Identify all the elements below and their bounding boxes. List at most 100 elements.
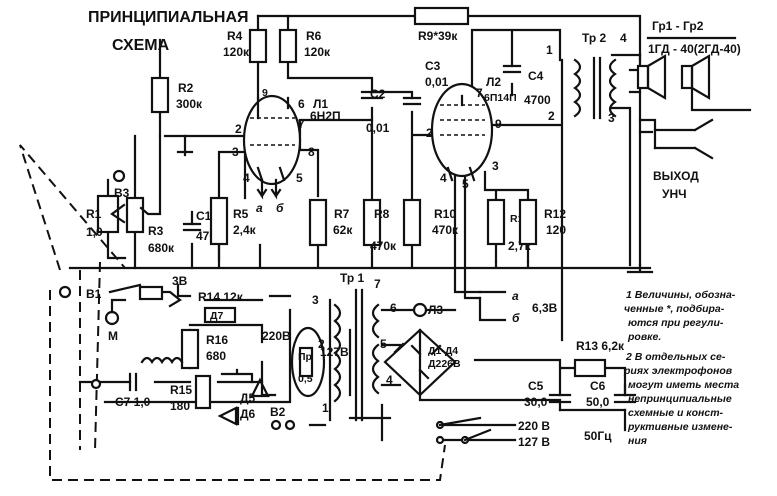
b2-contact	[270, 419, 282, 431]
fuse	[298, 346, 314, 378]
t1-pin7: 7	[298, 117, 305, 131]
speakers-line2: 1ГД - 40(2ГД-40)	[648, 42, 741, 56]
c5-value: 30,0	[524, 395, 548, 409]
tube1-b: б	[276, 201, 284, 215]
note-line7: могут иметь места	[628, 379, 739, 391]
r5-resistor	[209, 196, 229, 246]
note-line10: руктивные измене-	[627, 421, 733, 433]
r15-name: R15	[170, 383, 192, 397]
terminal-icon	[58, 285, 72, 299]
note-line9: схемные и конст-	[628, 407, 724, 419]
tr1-pin3: 3	[312, 293, 319, 307]
tap-220: 220В	[262, 329, 291, 343]
tube-1	[242, 94, 302, 200]
tube2-name: Л2	[486, 75, 501, 89]
output-label-1: ВЫХОД	[653, 169, 699, 183]
speakers-line1: Гр1 - Гр2	[652, 19, 704, 33]
r2-name: R2	[178, 81, 194, 95]
speaker-icon	[636, 54, 667, 100]
r8-resistor	[362, 198, 382, 247]
r12-value: 120	[546, 223, 566, 237]
r15-value: 180	[170, 399, 190, 413]
t1-pin9: 9	[262, 87, 268, 99]
r10-resistor	[402, 198, 422, 247]
r7-name: R7	[334, 207, 350, 221]
c5-name: С5	[528, 379, 544, 393]
tube1-name: Л1	[313, 97, 328, 111]
r16-name: R16	[206, 333, 228, 347]
t2-pin7: 7	[476, 86, 483, 100]
motor-label: М	[108, 329, 118, 343]
choke-coil	[140, 356, 184, 365]
c1-capacitor	[182, 222, 202, 232]
t1-pin4: 4	[243, 171, 250, 185]
c7-label: С7 1,0	[115, 395, 151, 409]
diodes-type: Д226В	[428, 358, 461, 370]
r6-resistor	[278, 28, 298, 64]
r12-resistor	[518, 198, 538, 246]
r14-label: R14 12к	[198, 290, 244, 304]
c2-value: 0,01	[366, 121, 390, 135]
b2-contact-2	[284, 419, 296, 431]
r13-resistor	[573, 358, 607, 378]
c5-capacitor	[548, 393, 572, 404]
heater-leads	[478, 290, 507, 322]
r15-resistor	[194, 374, 212, 410]
mains-freq: 50Гц	[584, 429, 612, 443]
t1-pin3: 3	[232, 145, 239, 159]
r3-wiper	[139, 134, 162, 216]
d7-label: Д7	[210, 310, 223, 322]
note-line4: ровке.	[627, 331, 661, 343]
r9-label: R9*39к	[418, 29, 458, 43]
r10-value: 470к	[432, 223, 459, 237]
r4-resistor	[248, 28, 268, 64]
b1-switch	[108, 283, 182, 308]
t2-pin3: 3	[492, 159, 499, 173]
c7-capacitor	[128, 372, 138, 392]
d6-label: Д6	[240, 407, 256, 421]
r8-value: 470к	[370, 239, 397, 253]
tr2-pin2: 2	[548, 109, 555, 123]
t1-pin8: 8	[308, 145, 315, 159]
note-line5: 2 В отдельных се-	[625, 351, 726, 363]
fuse-name: Пр	[298, 351, 312, 363]
note-line3: ются при регули-	[628, 317, 724, 329]
header-line2: СХЕМА	[112, 37, 170, 54]
r11-resistor	[486, 198, 506, 246]
tr1-label: Тр 1	[340, 271, 365, 285]
t1-pin5: 5	[296, 171, 303, 185]
tr1-pin6: 6	[390, 301, 397, 315]
lamp-icon	[412, 302, 428, 318]
chassis-ground-icon	[626, 263, 654, 274]
r2-resistor	[150, 76, 170, 114]
tr1-pin4: 4	[386, 373, 393, 387]
diodes-name: Д1-Д4	[428, 345, 458, 357]
tr1-pin1: 1	[322, 401, 329, 415]
b2-label: В2	[270, 405, 286, 419]
r5-name: R5	[233, 207, 249, 221]
c3-value: 0,01	[425, 75, 449, 89]
tr2-pin1: 1	[546, 43, 553, 57]
c3-capacitor	[402, 96, 422, 106]
note-line1: 1 Величины, обозна-	[626, 289, 736, 301]
tube-2	[430, 82, 494, 182]
tube2-type: 6П14П	[484, 92, 517, 104]
r3-value: 680к	[148, 241, 175, 255]
r7-resistor	[308, 198, 328, 247]
ground-icon	[176, 134, 194, 157]
tube1-type: 6Н2П	[310, 109, 341, 123]
r4-name: R4	[227, 29, 243, 43]
t2-pin4: 4	[440, 171, 447, 185]
speaker-wire	[690, 88, 752, 112]
c2-name: С2	[370, 87, 386, 101]
d6-diode	[217, 406, 240, 426]
tr1-pin7: 7	[374, 277, 381, 291]
r1-resistor	[96, 194, 120, 234]
r7-value: 62к	[333, 223, 353, 237]
diode-bridge	[383, 328, 457, 397]
d7-block	[203, 306, 237, 324]
r16-value: 680	[206, 349, 226, 363]
output-jack	[653, 118, 714, 160]
r6-name: R6	[306, 29, 322, 43]
